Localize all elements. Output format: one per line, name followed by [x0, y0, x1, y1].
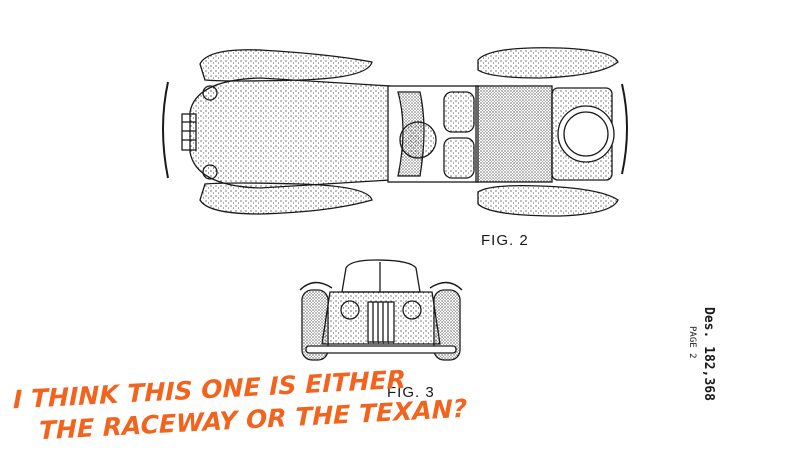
- fig3-car-front-view: [299, 259, 463, 361]
- rear-deck: [475, 85, 553, 183]
- fig3-label: FIG. 3: [387, 384, 435, 401]
- hood: [189, 77, 391, 189]
- fig2-label: FIG. 2: [481, 232, 529, 249]
- patent-page: PAGE 2: [687, 326, 697, 359]
- rear-left-fender: [477, 47, 619, 79]
- fig2-car-top-view: [162, 47, 628, 217]
- patent-number: Des. 182,368: [701, 307, 716, 401]
- front-left-fender: [199, 49, 373, 82]
- rear-right-fender: [477, 184, 619, 217]
- front-right-fender: [199, 182, 373, 215]
- left-wheel: [301, 289, 329, 361]
- spare-tire: [557, 105, 615, 163]
- right-wheel: [433, 289, 461, 361]
